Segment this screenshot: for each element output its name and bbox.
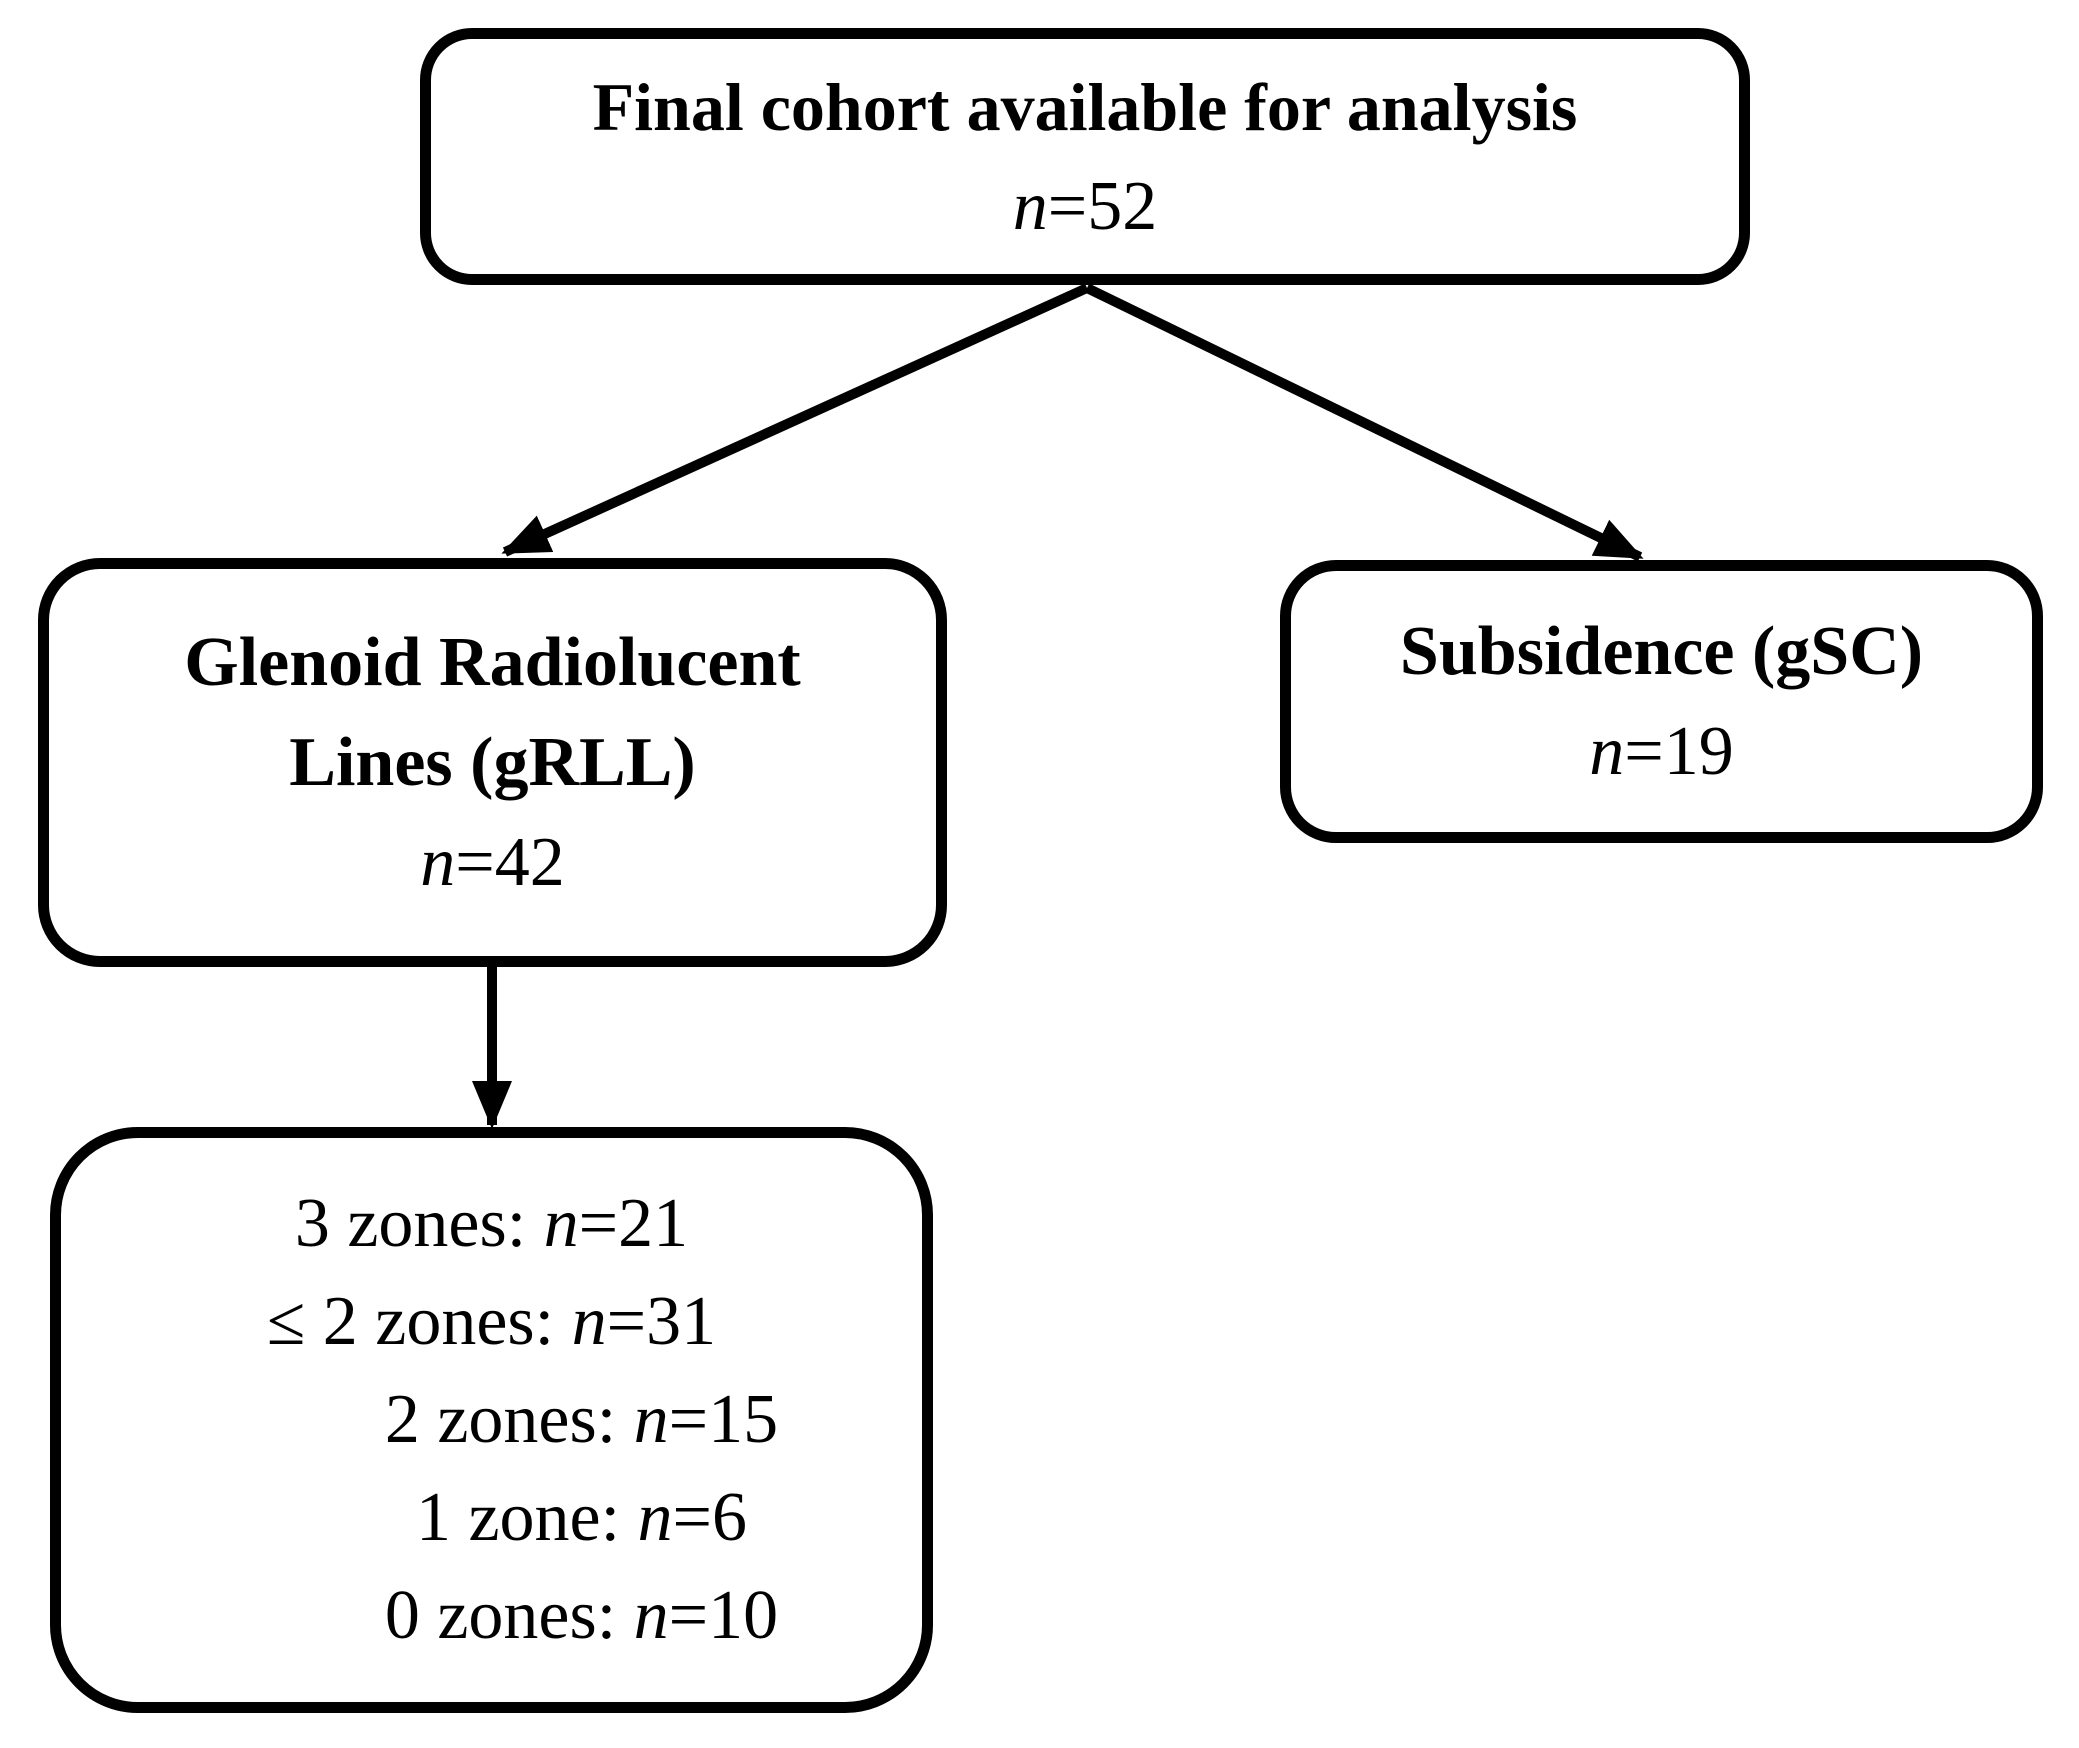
n-symbol: n [571, 1283, 607, 1360]
n-symbol: n [543, 1185, 579, 1262]
final-cohort-count: n=52 [1013, 157, 1157, 257]
zone-line-2-zones: 2 zones: n=15 [385, 1371, 778, 1469]
n-value: =42 [455, 823, 565, 901]
node-glenoid-radiolucent-lines: Glenoid Radiolucent Lines (gRLL) n=42 [38, 558, 947, 967]
n-value: =52 [1047, 167, 1158, 245]
n-value: =15 [668, 1381, 779, 1458]
n-symbol: n [420, 823, 456, 901]
node-zone-breakdown: 3 zones: n=21 ≤ 2 zones: n=31 2 zones: n… [50, 1127, 933, 1713]
zone-label: 1 zone: [415, 1479, 638, 1556]
gsc-count: n=19 [1589, 702, 1733, 802]
n-symbol: n [633, 1381, 669, 1458]
zone-label: 0 zones: [384, 1577, 634, 1654]
zone-line-3-zones: 3 zones: n=21 [295, 1175, 688, 1273]
grll-title-line2: Lines (gRLL) [289, 723, 696, 801]
n-symbol: n [1589, 712, 1625, 790]
grll-count: n=42 [420, 813, 564, 913]
n-value: =19 [1624, 712, 1734, 790]
zone-line-1-zone: 1 zone: n=6 [416, 1469, 747, 1567]
grll-title-line1: Glenoid Radiolucent [184, 623, 801, 701]
n-value: =21 [578, 1185, 689, 1262]
zone-line-0-zones: 0 zones: n=10 [385, 1567, 778, 1665]
gsc-title: Subsidence (gSC) [1399, 612, 1924, 690]
final-cohort-title: Final cohort available for analysis [592, 68, 1578, 145]
zone-line-lte-2-zones: ≤ 2 zones: n=31 [267, 1273, 716, 1371]
zone-label: 3 zones: [294, 1185, 544, 1262]
n-value: =10 [668, 1577, 779, 1654]
n-symbol: n [637, 1479, 673, 1556]
zone-label: 2 zones: [384, 1381, 634, 1458]
n-symbol: n [633, 1577, 669, 1654]
arrow-top-to-gsc [1084, 283, 1644, 562]
zone-label: ≤ 2 zones: [266, 1283, 572, 1360]
n-value: =6 [672, 1479, 748, 1556]
arrow-top-to-grll [501, 283, 1090, 557]
n-symbol: n [1012, 167, 1048, 245]
node-final-cohort: Final cohort available for analysis n=52 [420, 28, 1750, 285]
node-subsidence: Subsidence (gSC) n=19 [1280, 560, 2043, 843]
n-value: =31 [606, 1283, 717, 1360]
